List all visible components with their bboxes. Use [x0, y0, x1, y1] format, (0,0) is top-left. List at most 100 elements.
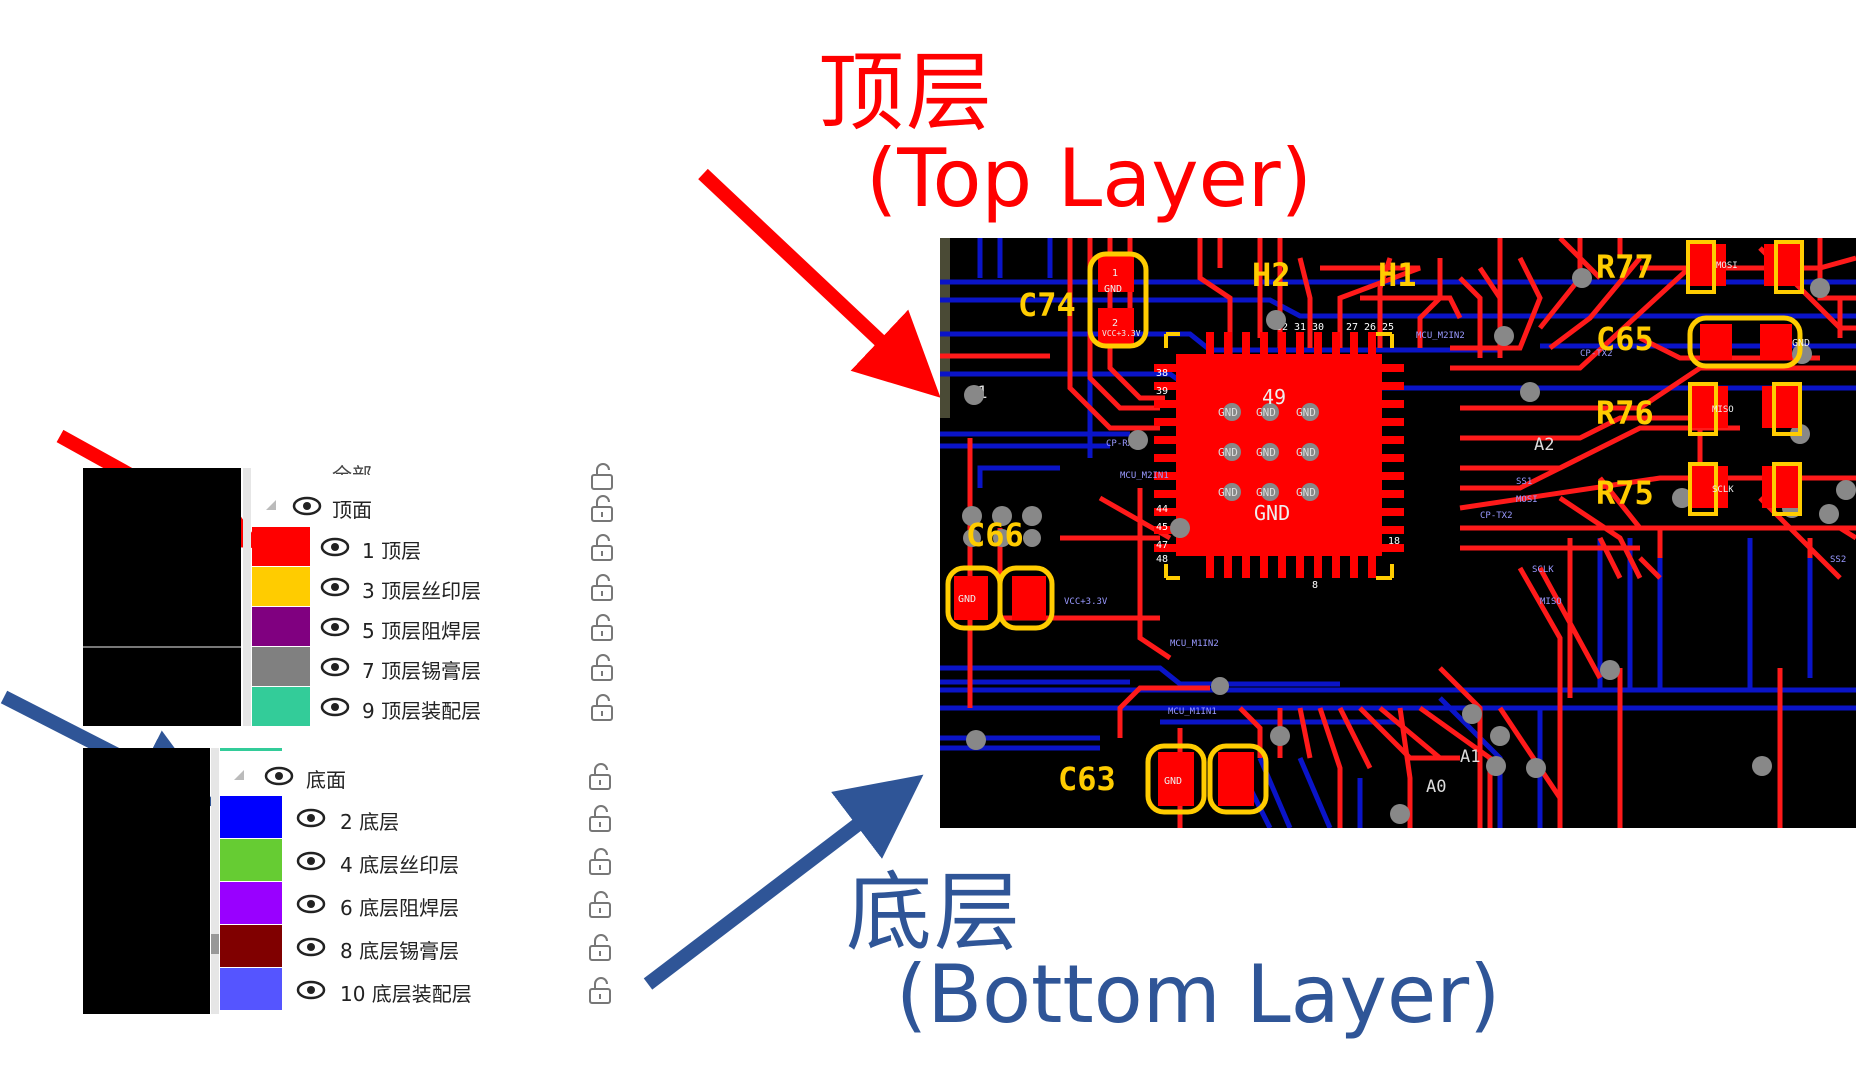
layer-color-swatch[interactable]	[252, 647, 310, 686]
layer-color-swatch[interactable]	[220, 796, 282, 838]
bottom-group-header[interactable]: 底面	[230, 758, 590, 792]
lock-icon[interactable]	[588, 494, 618, 524]
via-gnd-label: GND	[1256, 486, 1276, 499]
designator: H2	[1252, 256, 1291, 294]
top-layer-title-cn: 顶层	[818, 43, 994, 143]
eye-icon[interactable]	[264, 766, 294, 786]
eye-icon[interactable]	[296, 808, 326, 828]
panel-black-strip-bottom	[83, 748, 210, 1014]
designator: C65	[1596, 320, 1654, 358]
net-label: CP-RX2	[1106, 439, 1139, 449]
net-label: MCU_M1IN1	[1168, 707, 1217, 717]
layer-color-swatch[interactable]	[220, 882, 282, 924]
footprint-c74: 1 GND 2 VCC+3.3V	[1087, 251, 1149, 349]
net-label: VCC+3.3V	[1064, 597, 1108, 607]
pin-number: 30	[1312, 322, 1324, 333]
eye-icon[interactable]	[320, 657, 350, 677]
collapse-triangle-icon[interactable]	[264, 498, 278, 512]
pin-number: 25	[1382, 322, 1394, 333]
pin-number: 48	[1156, 554, 1168, 565]
lock-icon[interactable]	[586, 976, 616, 1006]
panel-scroll-thumb[interactable]	[211, 934, 219, 954]
pad-net-label: GND	[1164, 776, 1182, 787]
eye-icon[interactable]	[296, 937, 326, 957]
pin-number: 8	[1312, 580, 1318, 591]
pin-number: 39	[1156, 386, 1168, 397]
lock-icon[interactable]	[586, 762, 616, 792]
eye-icon[interactable]	[320, 577, 350, 597]
pcb-canvas[interactable]: GND GND GND GND GND GND GND GND GND 49 G…	[940, 238, 1856, 828]
pad-net-label: GND	[958, 594, 976, 605]
top-layer-title-en: (Top Layer)	[866, 132, 1312, 225]
footprint-c65: GND	[1687, 315, 1810, 369]
lock-icon[interactable]	[586, 933, 616, 963]
layer-label: 1 顶层	[362, 539, 422, 563]
pad-number: 1	[1112, 268, 1118, 279]
layer-label: 6 底层阻焊层	[340, 895, 460, 920]
designator: R76	[1596, 394, 1654, 432]
lock-icon[interactable]	[588, 653, 618, 683]
pin-number: 38	[1156, 368, 1168, 379]
lock-icon[interactable]	[588, 693, 618, 723]
eye-icon[interactable]	[320, 697, 350, 717]
ic-pins	[1154, 332, 1404, 578]
panel-divider-line	[83, 646, 241, 648]
pin-number: 47	[1156, 540, 1168, 551]
eye-icon[interactable]	[292, 496, 322, 516]
eye-icon[interactable]	[296, 980, 326, 1000]
pin-number: 27	[1346, 322, 1358, 333]
lock-icon[interactable]	[588, 613, 618, 643]
via-gnd-label: GND	[1296, 486, 1316, 499]
lock-icon[interactable]	[586, 890, 616, 920]
layer-color-swatch[interactable]	[220, 968, 282, 1010]
lock-icon[interactable]	[588, 462, 618, 492]
layer-color-swatch[interactable]	[252, 527, 310, 566]
pad-net-label: MISO	[1712, 405, 1734, 415]
lock-icon[interactable]	[588, 573, 618, 603]
layer-label: 9 顶层装配层	[362, 699, 482, 723]
lock-icon[interactable]	[588, 533, 618, 563]
via-gnd-label: GND	[1256, 406, 1276, 419]
pcb-vias	[962, 268, 1856, 824]
pad-number: 2	[1112, 318, 1118, 329]
ic-pad-net-label: GND	[1254, 501, 1290, 525]
layer-label: 8 底层锡膏层	[340, 938, 460, 963]
net-label: SS1	[1516, 477, 1532, 487]
top-group-header[interactable]: 顶面	[262, 490, 622, 524]
eye-icon[interactable]	[296, 851, 326, 871]
layer-color-swatch[interactable]	[252, 687, 310, 726]
collapse-triangle-icon[interactable]	[232, 768, 246, 782]
net-label: SS2	[1830, 555, 1846, 565]
top-group-label: 顶面	[332, 498, 372, 522]
pcb-render[interactable]: GND GND GND GND GND GND GND GND GND 49 G…	[940, 238, 1856, 828]
panel-scrollbar-top[interactable]	[243, 468, 251, 726]
designator: R75	[1596, 474, 1654, 512]
footprint-c63: GND	[1145, 743, 1269, 815]
designator: C74	[1018, 286, 1076, 324]
lock-icon[interactable]	[586, 804, 616, 834]
layer-label: 10 底层装配层	[340, 981, 472, 1006]
pad-net-label: VCC+3.3V	[1102, 329, 1141, 338]
eye-icon[interactable]	[296, 894, 326, 914]
panel-accent-line	[220, 748, 282, 751]
ic-thermal-vias	[1223, 403, 1319, 501]
bottom-layer-title-en: (Bottom Layer)	[896, 948, 1501, 1041]
pin-number: 26	[1364, 322, 1376, 333]
layer-color-swatch[interactable]	[252, 607, 310, 646]
layer-color-swatch[interactable]	[252, 567, 310, 606]
layer-color-swatch[interactable]	[220, 925, 282, 967]
lock-icon[interactable]	[586, 847, 616, 877]
net-label: MOSI	[1516, 495, 1538, 505]
ic-exposed-pad	[1176, 354, 1382, 556]
layer-label: 7 顶层锡膏层	[362, 659, 482, 683]
via-gnd-label: GND	[1296, 446, 1316, 459]
panel-scrollbar-bottom[interactable]	[211, 748, 219, 1014]
footprint-c66: GND	[945, 565, 1055, 631]
eye-icon[interactable]	[320, 617, 350, 637]
eye-icon[interactable]	[320, 537, 350, 557]
designator: C66	[966, 516, 1024, 554]
layer-label: 3 顶层丝印层	[362, 579, 482, 603]
pin-number: 44	[1156, 504, 1168, 515]
pad-net-label: SCLK	[1712, 485, 1734, 495]
layer-color-swatch[interactable]	[220, 839, 282, 881]
